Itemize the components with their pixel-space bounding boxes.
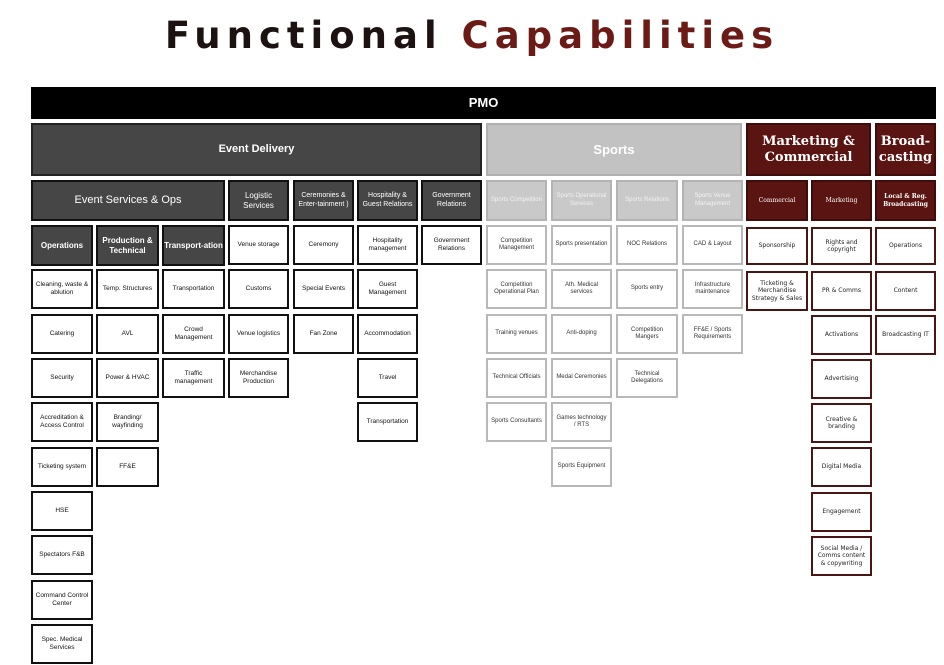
sports-operational-item: Medal Ceremonies (551, 358, 612, 398)
commercial-item: Ticketing & Merchandise Strategy & Sales (746, 271, 808, 311)
sports-operational-item: Sports presentation (551, 225, 612, 265)
ceremonies-item: Fan Zone (293, 314, 354, 354)
production-item: FF&E (96, 447, 159, 487)
operations-item: Accreditation & Access Control (31, 402, 93, 442)
sports-competition-item: Sports Consultants (486, 402, 547, 442)
event-services-ops-header: Event Services & Ops (31, 180, 225, 221)
event-delivery-header: Event Delivery (31, 123, 482, 176)
ceremonies-header: Ceremonies & Enter-tainment ) (293, 180, 354, 221)
transportation-item: Traffic management (162, 358, 225, 398)
operations-item: Command Control Center (31, 580, 93, 620)
sports-operational-item: Sports Equipment (551, 447, 612, 487)
production-item: Branding/ wayfinding (96, 402, 159, 442)
sports-relations-item: Competition Mangers (616, 314, 678, 354)
operations-item: Cleaning, waste & ablution (31, 269, 93, 309)
logistic-item: Venue storage (228, 225, 289, 265)
operations-item: Security (31, 358, 93, 398)
production-item: Temp. Structures (96, 269, 159, 309)
sports-venue-item: FF&E / Sports Requirements (682, 314, 743, 354)
operations-item: Catering (31, 314, 93, 354)
marketing-item: Digital Media (811, 447, 872, 487)
marketing-commercial-header: Marketing & Commercial (746, 123, 871, 176)
sports-competition-item: Technical Officials (486, 358, 547, 398)
hospitality-item: Guest Management (357, 269, 418, 309)
marketing-item: Advertising (811, 359, 872, 399)
government-header: Government Relations (421, 180, 482, 221)
hospitality-item: Hospitality management (357, 225, 418, 265)
operations-item: HSE (31, 491, 93, 531)
marketing-item: Rights and copyright (811, 227, 872, 265)
hospitality-item: Accommodation (357, 314, 418, 354)
sports-relations-header: Sports Relations (616, 180, 678, 221)
sports-relations-item: NOC Relations (616, 225, 678, 265)
marketing-item: Social Media / Comms content & copywriti… (811, 536, 872, 576)
marketing-item: PR & Comms (811, 271, 872, 311)
production-item: Power & HVAC (96, 358, 159, 398)
production-item: AVL (96, 314, 159, 354)
title-part-1: Functional (164, 14, 443, 57)
logistic-item: Merchandise Production (228, 358, 289, 398)
sports-operational-item: Anti-doping (551, 314, 612, 354)
sports-header: Sports (486, 123, 742, 176)
operations-item: Spectators F&B (31, 535, 93, 575)
sports-venue-item: CAD & Layout (682, 225, 743, 265)
marketing-item: Engagement (811, 492, 872, 532)
logistic-item: Venue logistics (228, 314, 289, 354)
sports-relations-item: Sports entry (616, 269, 678, 309)
transportation-item: Crowd Management (162, 314, 225, 354)
commercial-item: Sponsorship (746, 227, 808, 265)
marketing-header: Marketing (811, 180, 872, 221)
title-part-2: Capabilities (461, 14, 780, 57)
marketing-item: Activations (811, 315, 872, 355)
sports-venue-header: Sports Venue Management (682, 180, 743, 221)
sports-venue-item: Infrastructure maintenance (682, 269, 743, 309)
sports-competition-item: Competition Operational Plan (486, 269, 547, 309)
operations-item: Ticketing system (31, 447, 93, 487)
pmo-bar: PMO (31, 87, 936, 119)
operations-item: Spec. Medical Services (31, 624, 93, 664)
production-technical-header: Production & Technical (96, 225, 159, 266)
transportation-item: Transportation (162, 269, 225, 309)
ceremonies-item: Ceremony (293, 225, 354, 265)
logistic-item: Customs (228, 269, 289, 309)
local-broadcasting-header: Local & Reg. Broadcasting (875, 180, 936, 221)
operations-header: Operations (31, 225, 93, 266)
sports-operational-item: Games technology / RTS (551, 402, 612, 442)
hospitality-header: Hospitality & Guest Relations (357, 180, 418, 221)
logistic-services-header: Logistic Services (228, 180, 289, 221)
transportation-header: Transport-ation (162, 225, 225, 266)
broadcasting-item: Operations (875, 227, 936, 265)
hospitality-item: Transportation (357, 402, 418, 442)
commercial-header: Commercial (746, 180, 808, 221)
page-title: Functional Capabilities (0, 14, 944, 57)
sports-competition-header: Sports Competition (486, 180, 547, 221)
sports-competition-item: Competition Management (486, 225, 547, 265)
broadcasting-item: Content (875, 271, 936, 311)
marketing-item: Creative & branding (811, 403, 872, 443)
government-item: Government Relations (421, 225, 482, 265)
sports-competition-item: Training venues (486, 314, 547, 354)
sports-operational-header: Sports Operational Services (551, 180, 612, 221)
broadcasting-header: Broad-casting (875, 123, 936, 176)
sports-operational-item: Ath. Medical services (551, 269, 612, 309)
sports-relations-item: Technical Delegations (616, 358, 678, 398)
hospitality-item: Travel (357, 358, 418, 398)
ceremonies-item: Special Events (293, 269, 354, 309)
broadcasting-item: Broadcasting IT (875, 315, 936, 355)
